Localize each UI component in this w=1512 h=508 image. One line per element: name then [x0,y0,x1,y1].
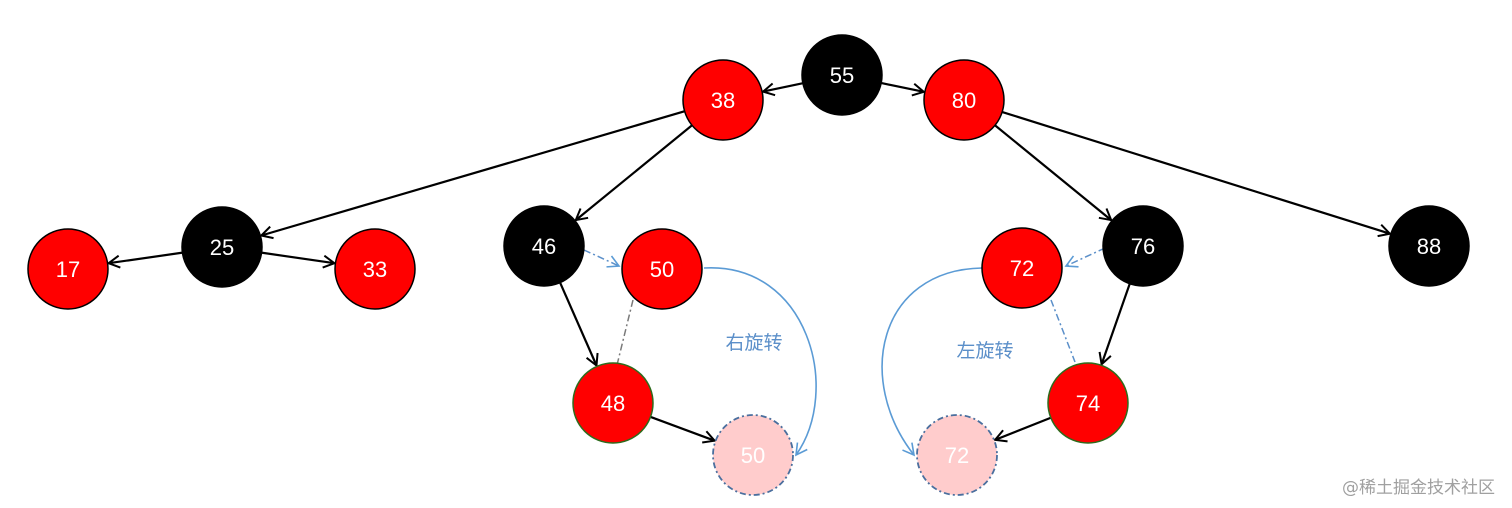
rotation-dashed-link-46-50 [583,249,621,268]
tree-nodes: 55 38 80 25 17 33 46 50 48 50 72 76 88 74 72 [27,34,1470,496]
node-label: 38 [711,88,735,113]
tree-node-72: 72 [981,227,1063,309]
tree-node-33: 33 [334,228,416,310]
node-label: 50 [650,257,674,282]
node-circle [181,206,263,288]
node-circle [27,228,109,310]
node-circle [801,34,883,116]
left-rotation-arrow [881,267,983,457]
node-label: 48 [601,391,625,416]
watermark: @稀土掘金技术社区 [1342,478,1495,498]
tree-node-25: 25 [181,206,263,288]
edge-55-80 [878,81,924,92]
node-label: 33 [363,257,387,282]
node-circle [572,362,654,444]
node-label: 25 [210,235,234,260]
edge-25-17 [109,251,185,263]
node-label: 46 [532,234,556,259]
rotation-dashed-link-50-48 [616,299,634,366]
edge-55-38 [763,81,806,92]
tree-node-38: 38 [682,59,764,141]
edge-38-46 [576,123,695,220]
edge-76-74 [1102,281,1132,364]
node-circle [503,205,585,287]
left-rotation-guide: 左旋转 [881,247,1106,457]
tree-node-17: 17 [27,228,109,310]
tree-node-48: 48 [572,362,654,444]
node-label: 55 [830,63,854,88]
node-circle [1047,362,1129,444]
tree-node-72-ghost: 72 [916,414,998,496]
edge-80-88 [999,110,1390,233]
tree-node-74: 74 [1047,362,1129,444]
node-label: 74 [1076,391,1100,416]
node-label: 17 [56,257,80,282]
rotation-dashed-link-72-74 [1050,299,1076,363]
tree-node-50-ghost: 50 [712,414,794,496]
node-circle [712,414,794,496]
edge-46-48 [558,280,596,366]
node-label: 50 [741,443,765,468]
node-circle [621,228,703,310]
node-circle [916,414,998,496]
node-circle [923,59,1005,141]
edge-74-72g [995,415,1054,440]
tree-node-55: 55 [801,34,883,116]
node-label: 76 [1131,234,1155,259]
tree-edges [109,81,1390,441]
node-circle [1102,205,1184,287]
tree-node-46: 46 [503,205,585,287]
edge-80-76 [992,123,1111,220]
tree-node-88: 88 [1388,205,1470,287]
edge-25-33 [259,251,335,263]
tree-node-80: 80 [923,59,1005,141]
tree-node-76: 76 [1102,205,1184,287]
rotation-dashed-link-76-72 [1064,247,1106,268]
node-circle [981,227,1063,309]
edge-48-50g [648,415,715,441]
right-rotation-guide: 右旋转 [583,249,817,457]
node-label: 88 [1417,234,1441,259]
right-rotation-label: 右旋转 [725,332,782,354]
right-rotation-arrow [703,267,817,457]
tree-node-50: 50 [621,228,703,310]
left-rotation-label: 左旋转 [956,340,1013,362]
node-circle [682,59,764,141]
edge-38-25 [261,109,687,236]
node-circle [1388,205,1470,287]
node-label: 80 [952,88,976,113]
node-circle [334,228,416,310]
node-label: 72 [945,443,969,468]
node-label: 72 [1010,256,1034,281]
